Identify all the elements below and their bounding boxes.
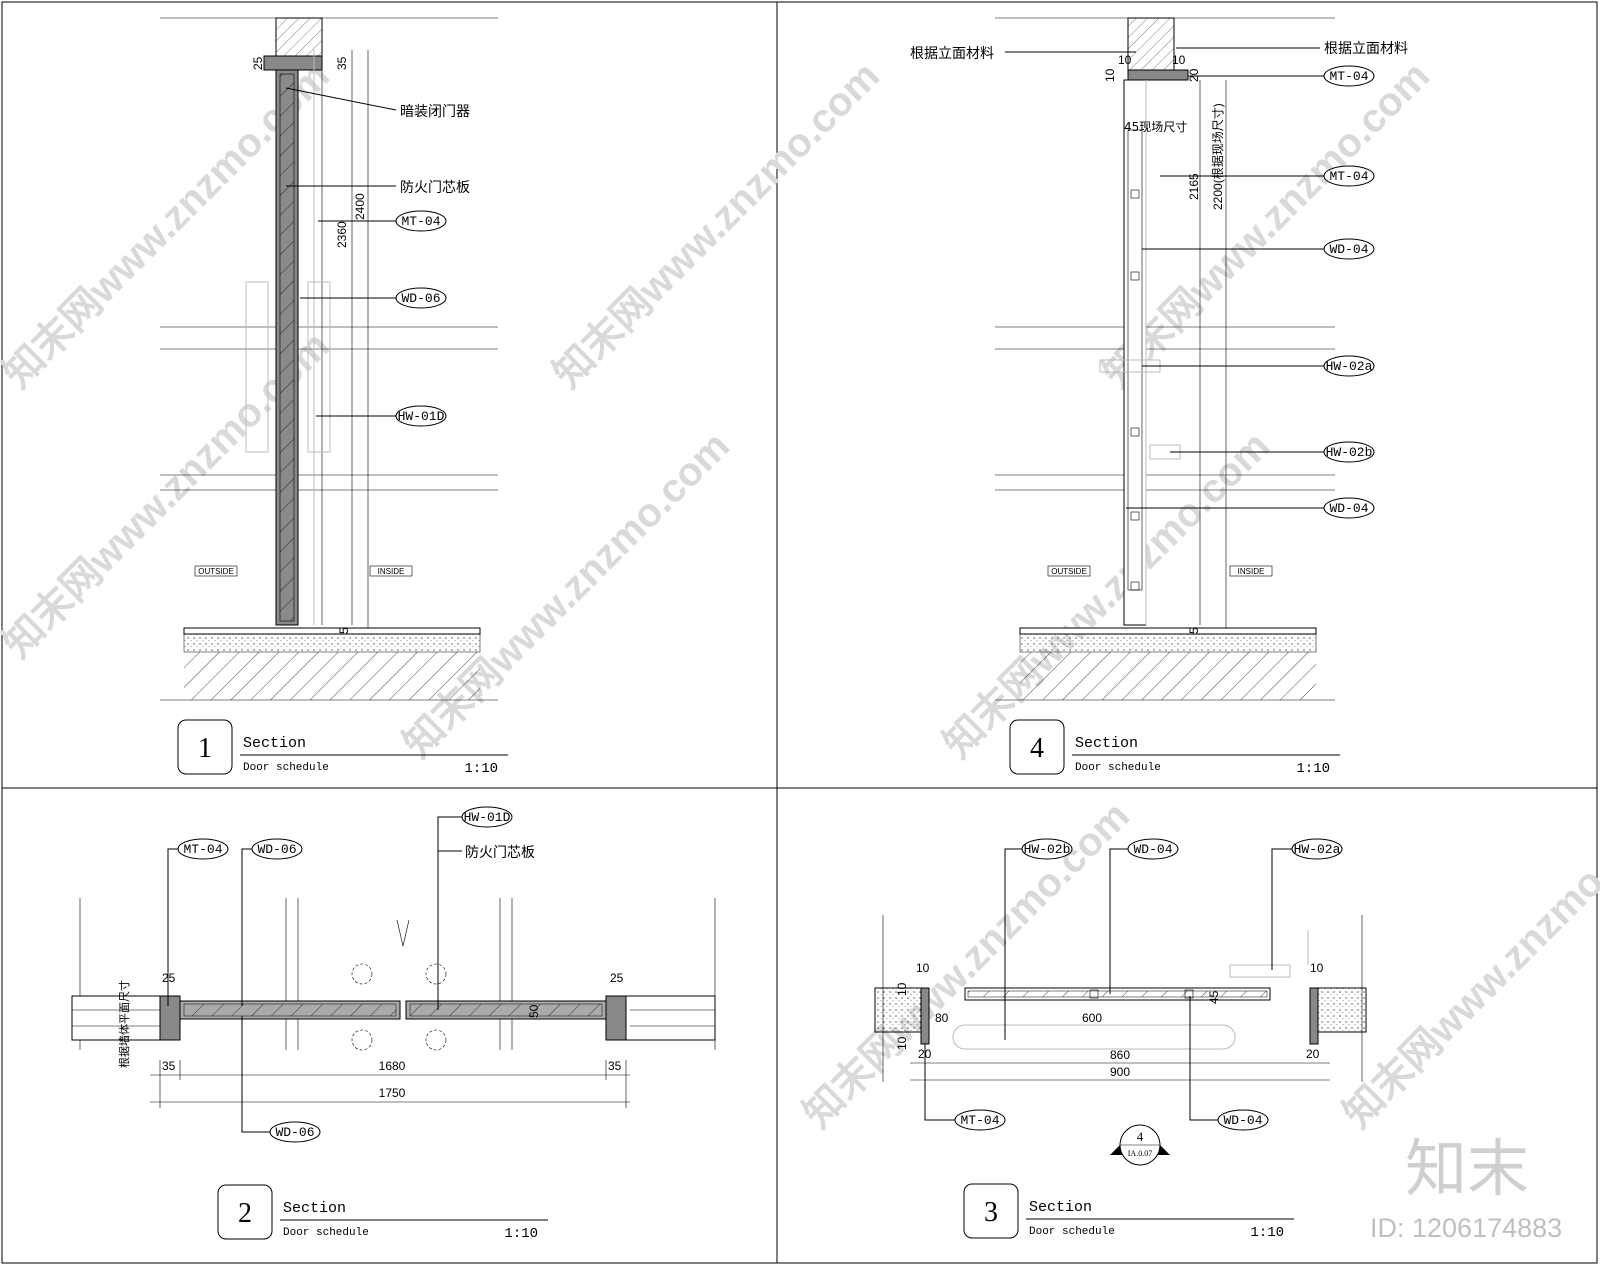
panel-4-title: Section	[1075, 735, 1138, 752]
panel-3-plan: HW-02b WD-04 HW-02a MT-04 WD-04 10 10 10…	[874, 838, 1367, 1241]
watermark-text: 知末网www.znzmo.com	[1335, 794, 1600, 1137]
dim-1750: 1750	[379, 1086, 406, 1100]
dim-50: 50	[527, 1004, 541, 1018]
tag-hw02a: HW-02a	[1326, 359, 1373, 374]
tag-hw02a: HW-02a	[1294, 842, 1341, 857]
dim-20-right: 20	[1306, 1047, 1320, 1061]
section-reference-marker[interactable]: 4 IA.0.07	[1110, 1124, 1170, 1166]
id-watermark: ID: 1206174883	[1370, 1213, 1562, 1243]
tag-hw01d: HW-01D	[464, 810, 511, 825]
label-fire-core: 防火门芯板	[400, 180, 470, 196]
dim-10-b: 10	[1310, 961, 1324, 975]
label-inside: INSIDE	[378, 567, 405, 576]
tag-wd04-lower: WD-04	[1223, 1113, 1262, 1128]
label-fire-core: 防火门芯板	[465, 845, 535, 861]
dim-2165: 2165	[1187, 173, 1201, 200]
panel-3-number: 3	[984, 1197, 998, 1228]
dim-35-right: 35	[608, 1059, 622, 1073]
panel-2-plan: MT-04 WD-06 HW-01D 防火门芯板 WD-06 根据墙体平面尺寸 …	[71, 806, 716, 1242]
brand-watermark: 知末	[1405, 1132, 1529, 1205]
dim-10-b: 10	[1172, 53, 1186, 67]
panel-3-title: Section	[1029, 1199, 1092, 1216]
dim-2360: 2360	[335, 221, 349, 248]
label-per-elevation-right: 根据立面材料	[1324, 41, 1408, 57]
tag-hw01d: HW-01D	[398, 409, 445, 424]
panel-2-number: 2	[238, 1198, 252, 1229]
panel-4-scale: 1:10	[1296, 761, 1330, 777]
ref-sheet: IA.0.07	[1128, 1149, 1152, 1158]
tag-mt04: MT-04	[960, 1113, 999, 1128]
tag-mt04: MT-04	[401, 214, 440, 229]
label-site-size-45: 45现场尺寸	[1124, 120, 1187, 134]
tag-mt04: MT-04	[1329, 169, 1368, 184]
dim-2200: 2200(根据现场尺寸)	[1211, 103, 1225, 210]
label-concealed-closer: 暗装闭门器	[400, 104, 470, 120]
tag-wd04: WD-04	[1329, 242, 1368, 257]
watermark-text: 知末网www.znzmo.com	[545, 54, 888, 397]
dim-20: 20	[1187, 68, 1201, 82]
label-inside: INSIDE	[1238, 567, 1265, 576]
dim-10-a: 10	[916, 961, 930, 975]
dim-860: 860	[1110, 1048, 1130, 1062]
panel-3-subtitle: Door schedule	[1029, 1226, 1115, 1238]
dim-900: 900	[1110, 1065, 1130, 1079]
watermark-text: 知末网www.znzmo.com	[795, 794, 1138, 1137]
dim-25: 25	[251, 56, 265, 70]
panel-2-scale: 1:10	[504, 1226, 538, 1242]
dim-10-a: 10	[1118, 53, 1132, 67]
dim-25-left: 25	[162, 971, 176, 985]
dim-45: 45	[1207, 990, 1221, 1004]
panel-1-section: 暗装闭门器 防火门芯板 MT-04 WD-06 HW-01D 25 35 240…	[160, 17, 508, 777]
tag-wd06: WD-06	[401, 291, 440, 306]
panel-1-number: 1	[198, 733, 212, 764]
tag-wd04: WD-04	[1133, 842, 1172, 857]
panel-1-title: Section	[243, 735, 306, 752]
dim-1680: 1680	[379, 1059, 406, 1073]
dim-10-c: 10	[895, 982, 909, 996]
panel-1-subtitle: Door schedule	[243, 762, 329, 774]
panel-4-subtitle: Door schedule	[1075, 762, 1161, 774]
tag-wd04-lower: WD-04	[1329, 501, 1368, 516]
dim-80: 80	[935, 1011, 949, 1025]
dim-10-c: 10	[1103, 68, 1117, 82]
label-outside: OUTSIDE	[198, 567, 234, 576]
panel-2-title: Section	[283, 1200, 346, 1217]
panel-2-subtitle: Door schedule	[283, 1227, 369, 1239]
tag-mt04: MT-04	[183, 842, 222, 857]
label-per-wall-plan: 根据墙体平面尺寸	[117, 980, 131, 1068]
ref-number: 4	[1137, 1129, 1144, 1144]
tag-mt04-top: MT-04	[1329, 69, 1368, 84]
panel-1-scale: 1:10	[464, 761, 498, 777]
tag-hw02b: HW-02b	[1024, 842, 1071, 857]
dim-35: 35	[335, 56, 349, 70]
panel-4-section: 根据立面材料 根据立面材料 45现场尺寸 2200(根据现场尺寸) 2165 1…	[910, 17, 1408, 777]
tag-wd06-lower: WD-06	[275, 1125, 314, 1140]
panel-3-scale: 1:10	[1250, 1225, 1284, 1241]
dim-25-right: 25	[610, 971, 624, 985]
tag-hw02b: HW-02b	[1326, 445, 1373, 460]
watermark-text: 知末网www.znzmo.com	[1095, 54, 1438, 397]
dim-20-left: 20	[918, 1047, 932, 1061]
dim-600: 600	[1082, 1011, 1102, 1025]
dim-5: 5	[1187, 627, 1201, 634]
label-outside: OUTSIDE	[1051, 567, 1087, 576]
dim-10-d: 10	[895, 1036, 909, 1050]
tag-wd06: WD-06	[257, 842, 296, 857]
dim-35-left: 35	[162, 1059, 176, 1073]
panel-4-number: 4	[1030, 733, 1044, 764]
dim-5: 5	[337, 627, 351, 634]
dim-2400: 2400	[353, 193, 367, 220]
label-per-elevation-left: 根据立面材料	[910, 46, 994, 62]
